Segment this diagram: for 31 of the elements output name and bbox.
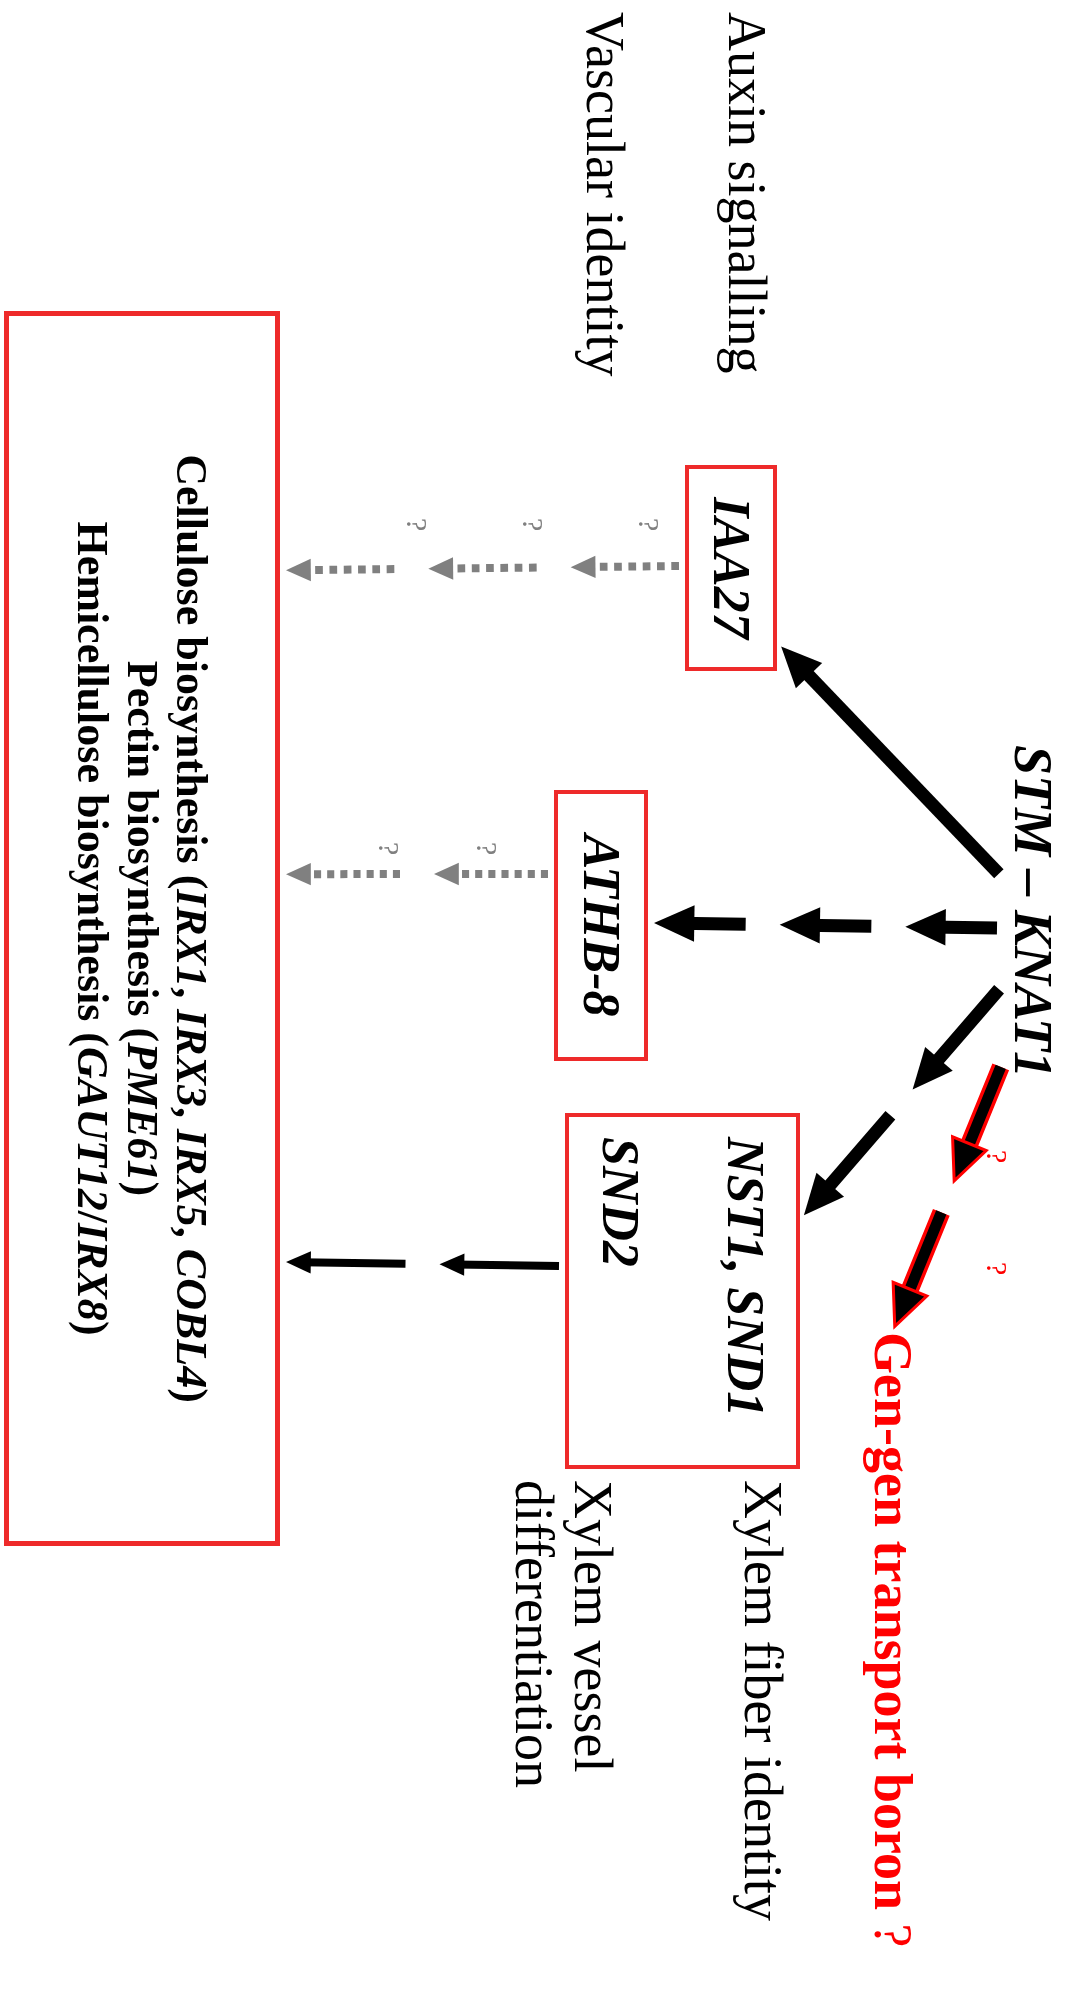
gene-name: SND2: [591, 1137, 650, 1268]
process-text: Pectin biosynthesis (PME61): [117, 660, 167, 1197]
gene-name: IAA27: [702, 497, 761, 639]
process-label: Xylem fiber identity: [732, 1480, 792, 1921]
arrow: [891, 1063, 1010, 1330]
gene-name: STM – KNAT1: [1002, 745, 1062, 1079]
gene-name: NST1, SND1: [716, 1137, 774, 1418]
gene-box: [565, 1113, 800, 1469]
gene-name: ATHB-8: [572, 834, 631, 1017]
edge-label: ?: [634, 518, 664, 532]
arrow: [803, 985, 1004, 1216]
process-text: Cellulose biosynthesis (IRX1, IRX3, IRX5, COBL4): [166, 454, 216, 1403]
arrow: [781, 646, 1004, 879]
question-mark: ?: [982, 1262, 1012, 1276]
process-label: Auxin signalling: [716, 12, 776, 374]
question-mark: ?: [518, 518, 548, 532]
process-box: [4, 311, 280, 1546]
arrow: [286, 862, 548, 886]
process-label: Gen-gen transport boron ?: [862, 1332, 922, 1948]
question-mark: ?: [402, 518, 432, 532]
edge-label: ?: [472, 842, 502, 856]
arrow: [654, 905, 998, 946]
gene-box: [685, 465, 777, 671]
arrow: [286, 555, 680, 582]
process-text: Hemicellulose biosynthesis (GAUT12/IRX8): [68, 521, 118, 1336]
edge-label: ?: [982, 1150, 1012, 1164]
question-mark: ?: [374, 842, 404, 856]
arrow: [286, 1251, 560, 1276]
gene-box: [554, 790, 648, 1061]
process-label: Vascular identity: [574, 12, 634, 377]
process-label: Xylem vessel differentiation: [503, 1480, 622, 1820]
